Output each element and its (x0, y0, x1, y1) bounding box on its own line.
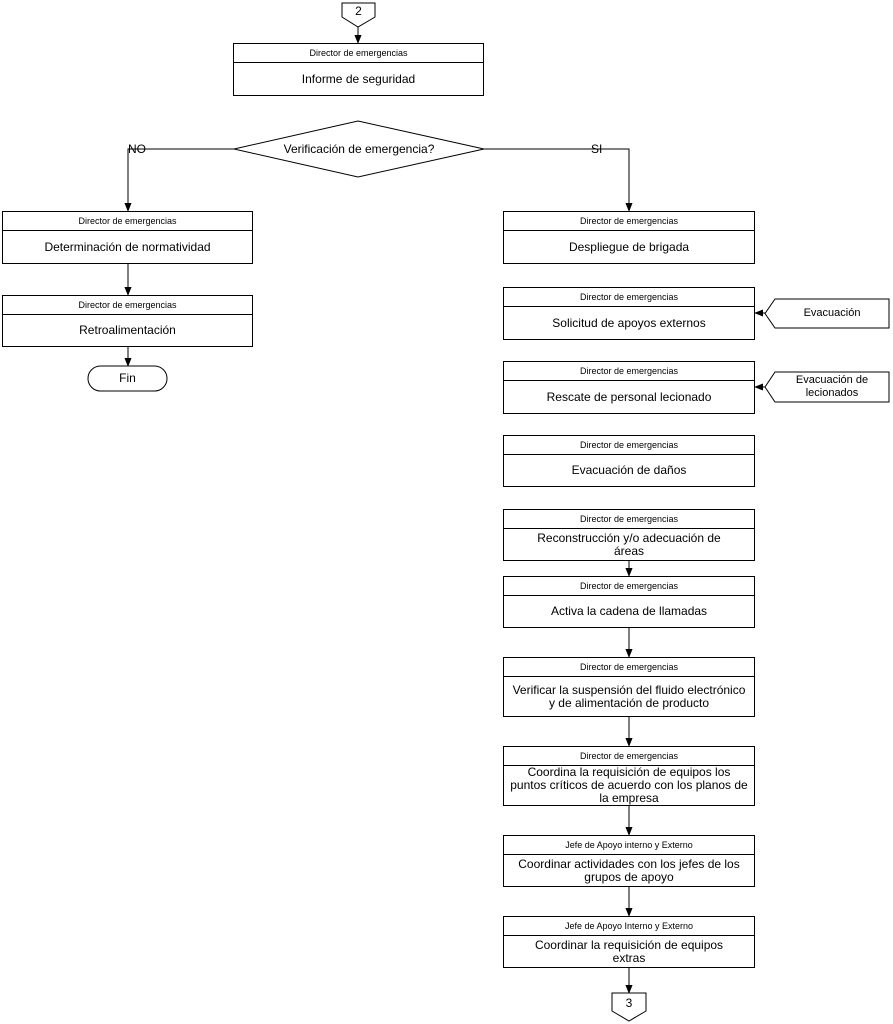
process-box-yes-4: Director de emergencias Evacuación de da… (503, 435, 755, 487)
side-input-shape-2 (764, 371, 890, 403)
process-box-no-2: Director de emergencias Retroalimentació… (2, 295, 253, 347)
task-label: Coordinar la requisición de equipos extr… (534, 937, 724, 965)
offpage-connector-shape-in (341, 2, 376, 28)
role-label: Director de emergencias (3, 296, 252, 315)
role-label: Director de emergencias (504, 436, 754, 455)
task-label: Solicitud de apoyos externos (552, 315, 706, 330)
task-label: Reconstrucción y/o adecuación de áreas (537, 530, 721, 558)
role-label: Director de emergencias (504, 362, 754, 381)
role-label: Director de emergencias (504, 212, 754, 231)
process-box-yes-9: Jefe de Apoyo interno y Externo Coordina… (503, 835, 755, 887)
side-input-evacuacion: Evacuación (803, 307, 861, 319)
terminator-fin: Fin (119, 371, 136, 385)
terminator-shape (87, 365, 168, 392)
process-box-yes-10: Jefe de Apoyo Interno y Externo Coordina… (503, 916, 755, 968)
side-input-evacuacion-lecionados: Evacuación de lecionados (795, 374, 869, 399)
role-label: Director de emergencias (3, 212, 252, 231)
task-label: Informe de seguridad (301, 71, 416, 86)
decision-diamond (233, 120, 485, 178)
process-box-yes-5: Director de emergencias Reconstrucción y… (503, 509, 755, 561)
process-box-yes-6: Director de emergencias Activa la cadena… (503, 576, 755, 628)
task-label: Coordina la requisición de equipos los p… (510, 765, 748, 805)
role-label: Director de emergencias (504, 288, 754, 307)
task-label: Despliegue de brigada (568, 239, 690, 254)
task-label: Retroalimentación (79, 323, 176, 337)
task-label: Verificar la suspensión del fluido elect… (512, 682, 746, 710)
process-box-yes-8: Director de emergencias Coordina la requ… (503, 746, 755, 806)
side-input-shape-1 (764, 298, 890, 329)
process-box-informe: Director de emergencias Informe de segur… (233, 43, 484, 96)
offpage-connector-in: 2 (355, 3, 362, 18)
process-box-yes-1: Director de emergencias Despliegue de br… (503, 211, 755, 264)
role-label: Director de emergencias (504, 577, 754, 596)
decision-question: Verificación de emergencia? (283, 142, 435, 156)
task-label: Rescate de personal lecionado (546, 389, 712, 404)
decision-no-label: NO (128, 142, 146, 156)
role-label: Jefe de Apoyo interno y Externo (504, 836, 754, 855)
arrow-yes-branch (484, 148, 633, 212)
role-label: Director de emergencias (504, 510, 754, 529)
task-label: Evacuación de daños (571, 463, 687, 477)
decision-yes-label: SI (591, 142, 603, 156)
role-label: Director de emergencias (504, 658, 754, 677)
task-label: Activa la cadena de llamadas (550, 604, 708, 618)
process-box-no-1: Director de emergencias Determinación de… (2, 211, 253, 264)
role-label: Jefe de Apoyo Interno y Externo (504, 917, 754, 936)
offpage-connector-out: 3 (625, 995, 633, 1010)
arrow-no-branch (124, 148, 234, 212)
process-box-yes-2: Director de emergencias Solicitud de apo… (503, 287, 755, 340)
task-label: Determinación de normatividad (44, 239, 211, 254)
task-label: Coordinar actividades con los jefes de l… (518, 856, 740, 884)
role-label: Director de emergencias (504, 747, 754, 766)
role-label: Director de emergencias (234, 44, 483, 63)
process-box-yes-7: Director de emergencias Verificar la sus… (503, 657, 755, 717)
process-box-yes-3: Director de emergencias Rescate de perso… (503, 361, 755, 414)
offpage-connector-shape-out (611, 992, 647, 1022)
